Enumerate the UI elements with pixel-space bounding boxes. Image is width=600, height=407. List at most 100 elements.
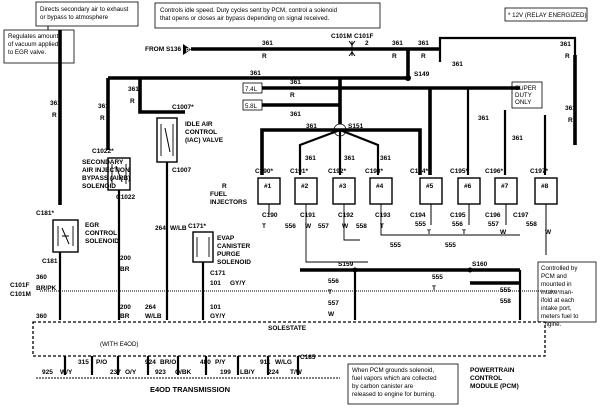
super-duty-box: SUPER DUTY ONLY	[511, 81, 543, 109]
svg-text:C101M: C101M	[10, 291, 31, 298]
svg-text:CONTROL: CONTROL	[85, 230, 117, 237]
svg-text:558: 558	[526, 221, 537, 228]
svg-text:SECONDARY: SECONDARY	[82, 159, 124, 166]
injector-6: C195* #6 C195 556 T	[450, 168, 481, 236]
svg-text:Regulates amount: Regulates amount	[8, 33, 58, 40]
svg-text:R: R	[421, 53, 426, 60]
svg-text:BR: BR	[120, 266, 130, 273]
svg-text:361: 361	[128, 86, 139, 93]
svg-text:555: 555	[432, 274, 443, 281]
svg-text:When PCM grounds solenoid,: When PCM grounds solenoid,	[352, 367, 434, 374]
svg-text:361: 361	[512, 135, 523, 142]
svg-text:924: 924	[145, 359, 156, 366]
svg-text:C191: C191	[300, 212, 316, 219]
svg-text:C193: C193	[375, 212, 391, 219]
svg-text:S159: S159	[338, 261, 354, 268]
svg-text:ONLY: ONLY	[515, 99, 531, 106]
svg-text:557: 557	[318, 223, 329, 230]
svg-text:E4OD TRANSMISSION: E4OD TRANSMISSION	[150, 385, 230, 394]
svg-text:C193*: C193*	[365, 168, 384, 175]
svg-text:T: T	[262, 223, 266, 230]
evap-solenoid: C171* EVAP CANISTER PURGE SOLENOID C171 …	[188, 223, 251, 287]
svg-text:101: 101	[210, 280, 221, 287]
svg-text:SUPER: SUPER	[515, 85, 537, 92]
svg-text:W/LB: W/LB	[170, 225, 187, 232]
svg-text:T: T	[380, 223, 384, 230]
svg-text:BR/PK: BR/PK	[36, 285, 57, 292]
svg-text:#8: #8	[541, 183, 549, 190]
svg-text:C101F: C101F	[10, 282, 30, 289]
svg-text:360: 360	[36, 313, 47, 320]
svg-text:C1007: C1007	[172, 167, 192, 174]
svg-text:to EGR valve.: to EGR valve.	[8, 49, 46, 56]
svg-text:361: 361	[306, 123, 317, 130]
svg-text:C181: C181	[42, 258, 58, 265]
svg-text:555: 555	[390, 242, 401, 249]
iac-valve: C1007* IDLE AIR CONTROL (IAC) VALVE C100…	[155, 104, 224, 275]
svg-text:C1007*: C1007*	[172, 104, 194, 111]
svg-text:C196*: C196*	[485, 168, 504, 175]
svg-text:361: 361	[98, 103, 109, 110]
svg-text:C1022: C1022	[116, 194, 136, 201]
svg-text:R: R	[262, 53, 267, 60]
svg-text:R: R	[568, 117, 573, 124]
svg-text:361: 361	[392, 40, 403, 47]
svg-text:LB/Y: LB/Y	[240, 369, 255, 376]
svg-text:C101M: C101M	[331, 33, 352, 40]
svg-text:556: 556	[328, 278, 339, 285]
svg-text:C101F: C101F	[354, 33, 374, 40]
svg-text:558: 558	[356, 223, 367, 230]
svg-text:199: 199	[220, 369, 231, 376]
svg-text:SOLESTATE: SOLESTATE	[268, 325, 307, 332]
splice-s160	[467, 267, 473, 273]
svg-text:315: 315	[78, 359, 89, 366]
note-injectors: Controlled by PCM and mounted in intake …	[537, 261, 597, 328]
svg-text:BYPASS (AIRB): BYPASS (AIRB)	[82, 175, 130, 182]
svg-text:C190*: C190*	[255, 168, 274, 175]
svg-text:5.8L: 5.8L	[245, 103, 258, 110]
svg-text:2: 2	[365, 40, 369, 47]
svg-text:S151: S151	[348, 123, 364, 130]
svg-text:T: T	[432, 285, 436, 292]
svg-text:T: T	[427, 229, 431, 236]
svg-text:fuel vapors which are collecte: fuel vapors which are collected	[352, 375, 437, 382]
svg-text:intake man-: intake man-	[541, 289, 573, 296]
svg-text:#5: #5	[426, 183, 434, 190]
injector-4: C193* #4 C193 T	[365, 168, 393, 230]
svg-text:C185: C185	[300, 354, 316, 361]
distribution-361: 361 361 R 361 R 361 R 361 361 R S151 361…	[50, 30, 547, 205]
injector-returns: S159 S160 555 T 556 T 557 W 555 558 555 …	[268, 204, 547, 320]
svg-text:W/LG: W/LG	[275, 359, 292, 366]
svg-text:by carbon canister are: by carbon canister are	[352, 383, 414, 390]
svg-text:W: W	[342, 223, 349, 230]
svg-text:P: P	[186, 48, 190, 54]
svg-text:P/O: P/O	[96, 359, 107, 366]
svg-text:361: 361	[418, 40, 429, 47]
power-feed: FROM S136 P 361 R C101M C101F 2 361 R S1…	[145, 33, 577, 145]
svg-text:FROM S136: FROM S136	[145, 46, 182, 53]
svg-text:C197*: C197*	[530, 168, 549, 175]
svg-text:C194*: C194*	[410, 168, 429, 175]
injector-1: C190* #1 C190 T 556	[255, 168, 296, 230]
svg-text:SOLENOID: SOLENOID	[82, 183, 116, 190]
svg-text:101: 101	[210, 304, 221, 311]
note-idle-speed: Controls idle speed. Duty cycles sent by…	[154, 2, 381, 29]
svg-text:264: 264	[155, 225, 166, 232]
svg-text:AIR INJECTION: AIR INJECTION	[82, 167, 130, 174]
svg-text:PURGE: PURGE	[217, 251, 241, 258]
svg-text:557: 557	[488, 221, 499, 228]
svg-text:361: 361	[50, 100, 61, 107]
svg-text:#2: #2	[301, 183, 309, 190]
svg-text:264: 264	[145, 304, 156, 311]
svg-text:W: W	[305, 223, 312, 230]
svg-text:C190: C190	[262, 212, 278, 219]
svg-text:556: 556	[285, 223, 296, 230]
injector-3: C192* #3 C192 W 558	[328, 168, 367, 230]
svg-text:361: 361	[380, 155, 391, 162]
svg-text:IDLE AIR: IDLE AIR	[185, 121, 213, 128]
svg-text:PCM and: PCM and	[541, 273, 567, 280]
svg-text:#6: #6	[464, 183, 472, 190]
svg-text:C171: C171	[210, 270, 226, 277]
svg-text:C1022*: C1022*	[92, 148, 114, 155]
svg-text:MODULE (PCM): MODULE (PCM)	[470, 383, 519, 390]
